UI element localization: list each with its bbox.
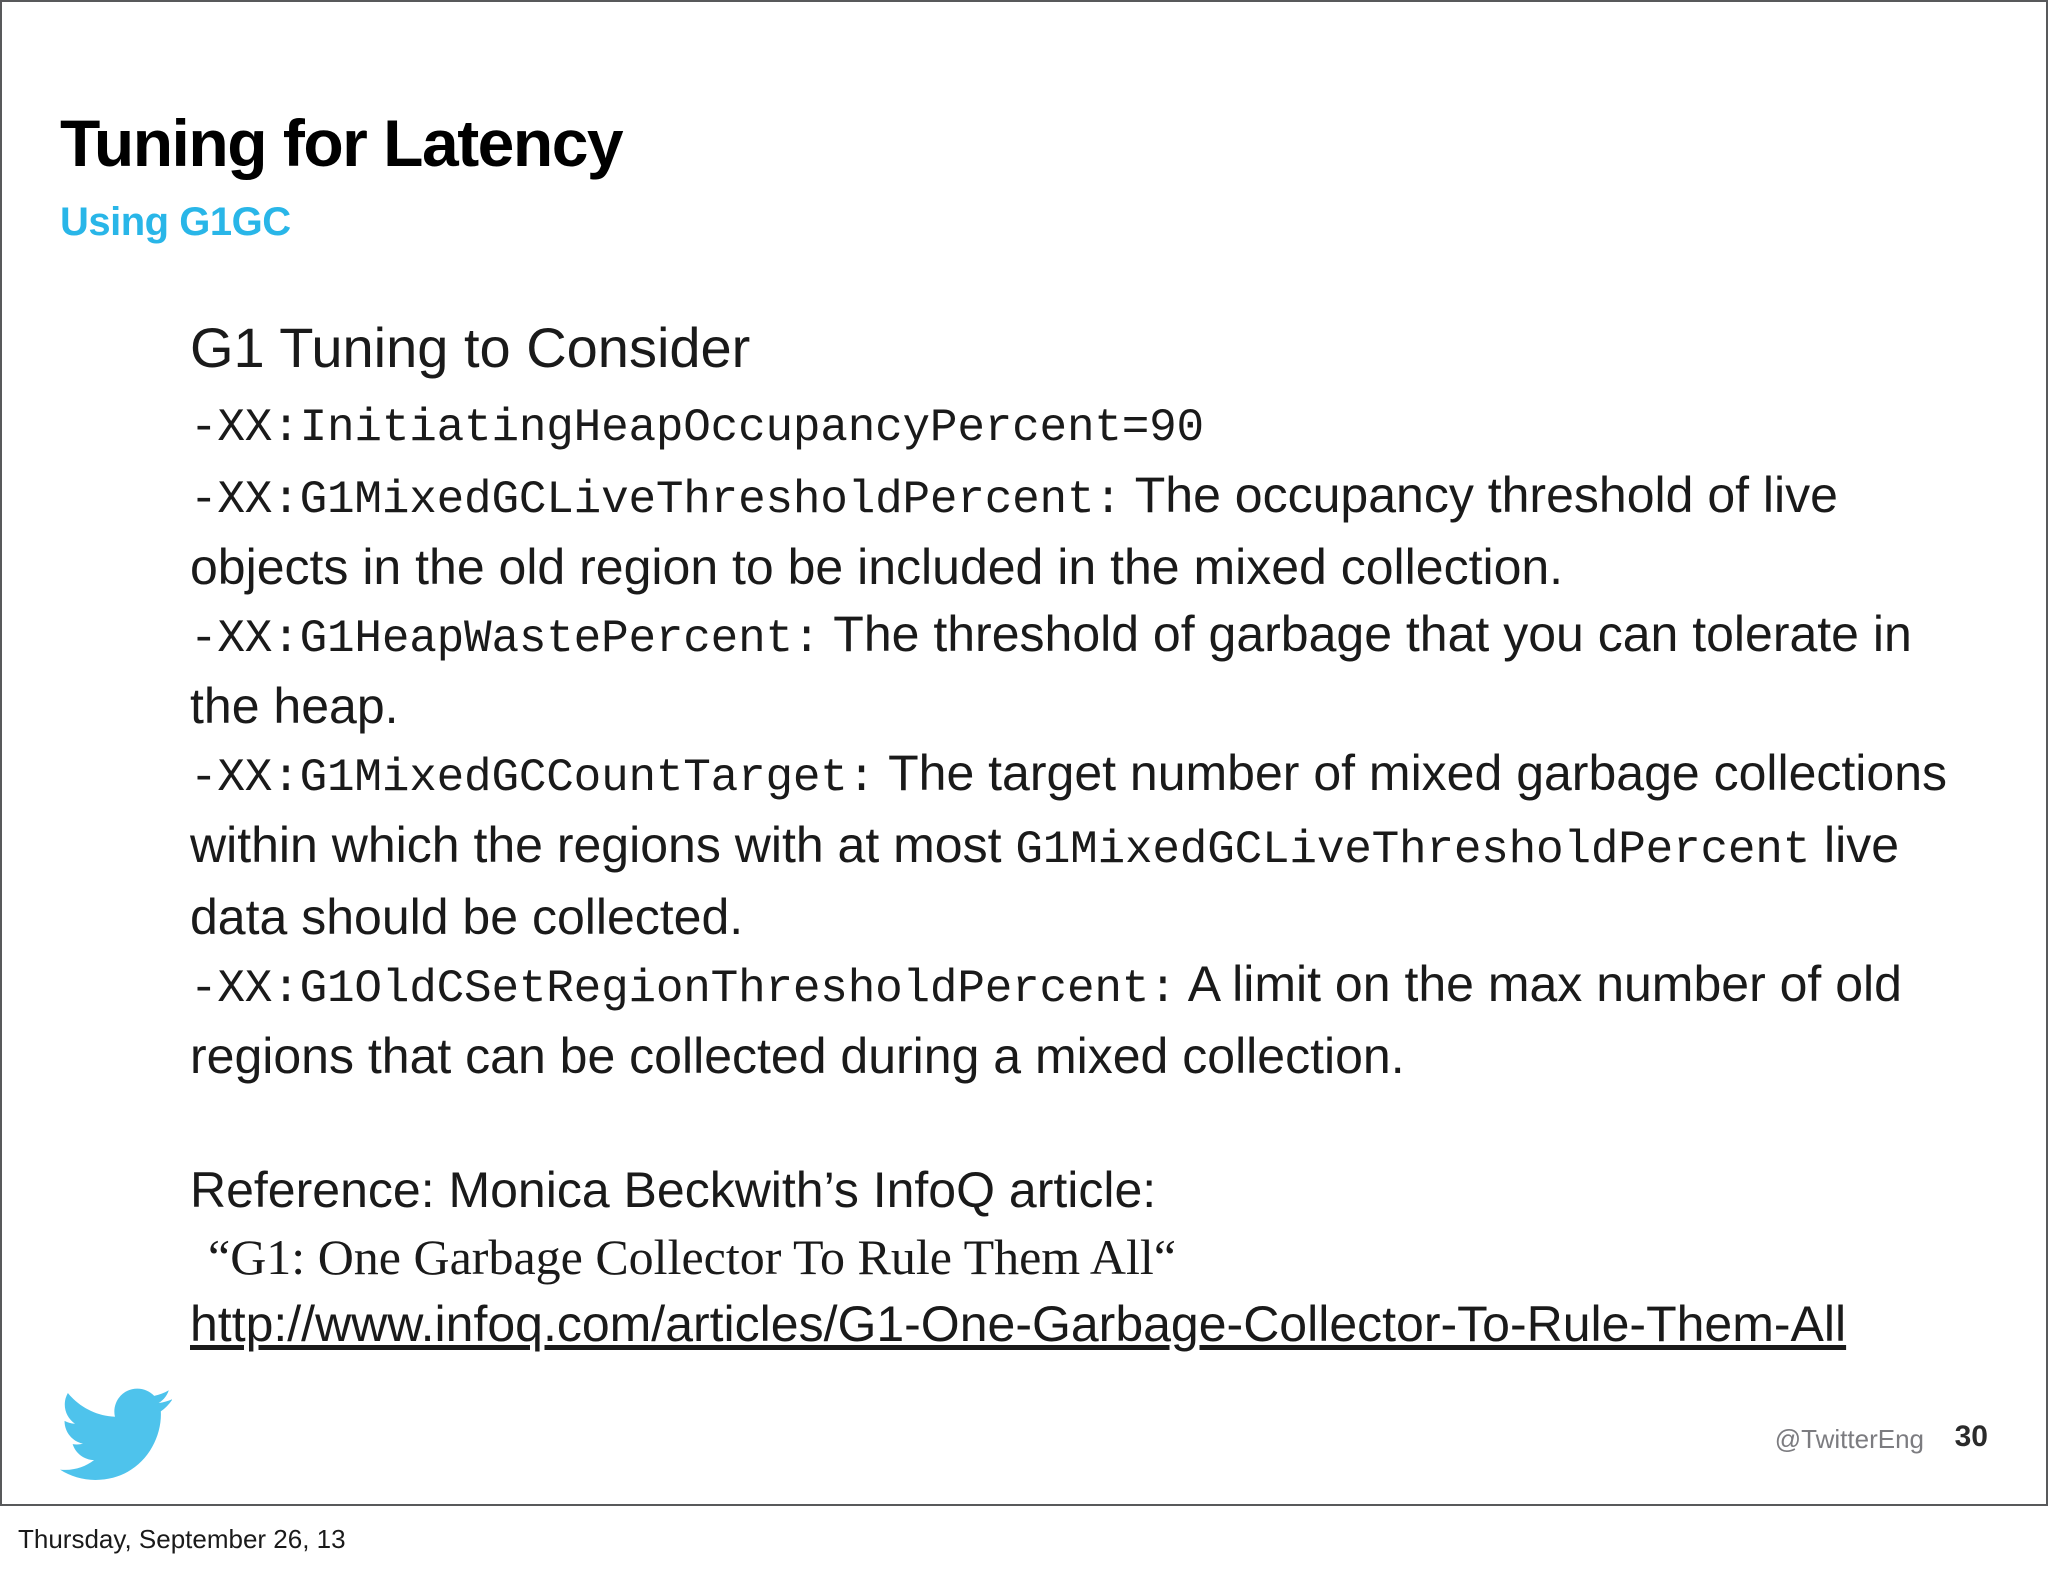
twitter-handle: @TwitterEng xyxy=(1774,1424,1924,1454)
title-block: Tuning for Latency Using G1GC xyxy=(60,110,1960,242)
page-number: 30 xyxy=(1954,1420,1988,1453)
slide-body: G1 Tuning to Consider -XX:InitiatingHeap… xyxy=(190,320,1980,1358)
flag-code: -XX:G1MixedGCCountTarget: xyxy=(190,752,876,804)
flag-description-before: The target number of mixed garbage colle… xyxy=(190,745,1948,873)
flag-item-g1-old-cset-region-threshold-percent: -XX:G1OldCSetRegionThresholdPercent: A l… xyxy=(190,951,1980,1090)
slide-canvas: Tuning for Latency Using G1GC G1 Tuning … xyxy=(0,0,2048,1506)
flag-item-g1-mixed-gc-count-target: -XX:G1MixedGCCountTarget: The target num… xyxy=(190,740,1980,951)
flag-description: The threshold of garbage that you can to… xyxy=(190,606,1912,734)
flag-item-g1-heap-waste-percent: -XX:G1HeapWastePercent: The threshold of… xyxy=(190,601,1980,740)
date-bar: Thursday, September 26, 13 xyxy=(0,1506,2048,1576)
flag-description: A limit on the max number of old regions… xyxy=(190,956,1902,1084)
flag-item-initiating-heap-occupancy-percent: -XX:InitiatingHeapOccupancyPercent=90 xyxy=(190,390,1980,462)
reference-article-title: “G1: One Garbage Collector To Rule Them … xyxy=(208,1229,1177,1285)
flag-code: -XX:G1MixedGCLiveThresholdPercent: xyxy=(190,474,1122,526)
body-heading: G1 Tuning to Consider xyxy=(190,316,751,379)
flag-item-g1-mixed-gc-live-threshold-percent: -XX:G1MixedGCLiveThresholdPercent: The o… xyxy=(190,462,1980,601)
reference-url-link[interactable]: http://www.infoq.com/articles/G1-One-Gar… xyxy=(190,1296,1847,1352)
reference-label: Reference: Monica Beckwith’s InfoQ artic… xyxy=(190,1162,1157,1218)
flag-description-after: live data should be collected. xyxy=(190,817,1900,945)
flag-description: The occupancy threshold of live objects … xyxy=(190,467,1838,595)
date-text: Thursday, September 26, 13 xyxy=(18,1524,346,1554)
paragraph-spacer xyxy=(190,1090,1980,1157)
flag-code: -XX:InitiatingHeapOccupancyPercent=90 xyxy=(190,402,1204,454)
flag-code: -XX:G1OldCSetRegionThresholdPercent: xyxy=(190,963,1177,1015)
page-subtitle: Using G1GC xyxy=(60,200,291,244)
flag-code-inline: G1MixedGCLiveThresholdPercent xyxy=(1015,824,1811,876)
page-title: Tuning for Latency xyxy=(60,106,624,180)
twitter-bird-icon xyxy=(60,1388,172,1484)
flag-code: -XX:G1HeapWastePercent: xyxy=(190,613,821,665)
